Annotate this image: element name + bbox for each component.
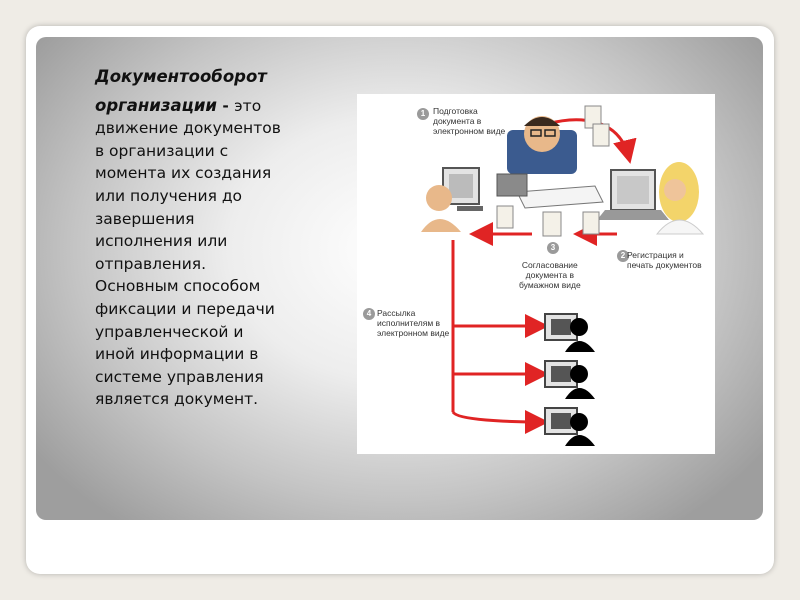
step-4-number: 4 [363, 308, 375, 320]
body-line: системе управления [95, 367, 264, 386]
diagram-graphics [421, 105, 705, 446]
body-line: иной информации в [95, 345, 259, 364]
heading-line-1: Документооборот [95, 67, 267, 86]
flow-arrow [451, 409, 549, 434]
step-2-number: 2 [617, 250, 629, 262]
intro-word: это [234, 96, 262, 115]
body-line: движение документов [95, 119, 281, 138]
step-1-label: Подготовка документа в электронном виде [433, 106, 506, 136]
body-line: отправления. [95, 254, 207, 273]
step-1-number: 1 [417, 108, 429, 120]
body-line: фиксации и передачи [95, 299, 275, 318]
workflow-diagram: 1 Подготовка документа в электронном вид… [357, 94, 715, 454]
step-3-label: Согласование документа в бумажном виде [519, 260, 581, 290]
body-line: момента их создания [95, 164, 272, 183]
recipient-3-illustration [544, 407, 595, 446]
slide-text: Документооборот организации - это движен… [95, 66, 335, 411]
body-line: в организации с [95, 141, 229, 160]
step-2-label: Регистрация и печать документов [627, 250, 702, 270]
step-4-label: Рассылка исполнителям в электронном виде [377, 308, 450, 338]
recipient-1-illustration [544, 313, 595, 352]
recipient-2-illustration [544, 360, 595, 399]
step-3-number: 3 [547, 242, 559, 254]
person-registrar-illustration [597, 162, 705, 235]
heading-line-2: организации [95, 95, 217, 115]
body-line: исполнения или [95, 232, 228, 251]
body-line: завершения [95, 209, 195, 228]
body-line: управленческой и [95, 322, 244, 341]
body-line: является документ. [95, 390, 259, 409]
person-left-illustration [421, 167, 483, 232]
document-icons [496, 105, 610, 237]
heading-dash: - [216, 96, 235, 115]
body-line: Основным способом [95, 277, 261, 296]
body-line: или получения до [95, 186, 243, 205]
person-preparer-illustration [496, 116, 604, 209]
